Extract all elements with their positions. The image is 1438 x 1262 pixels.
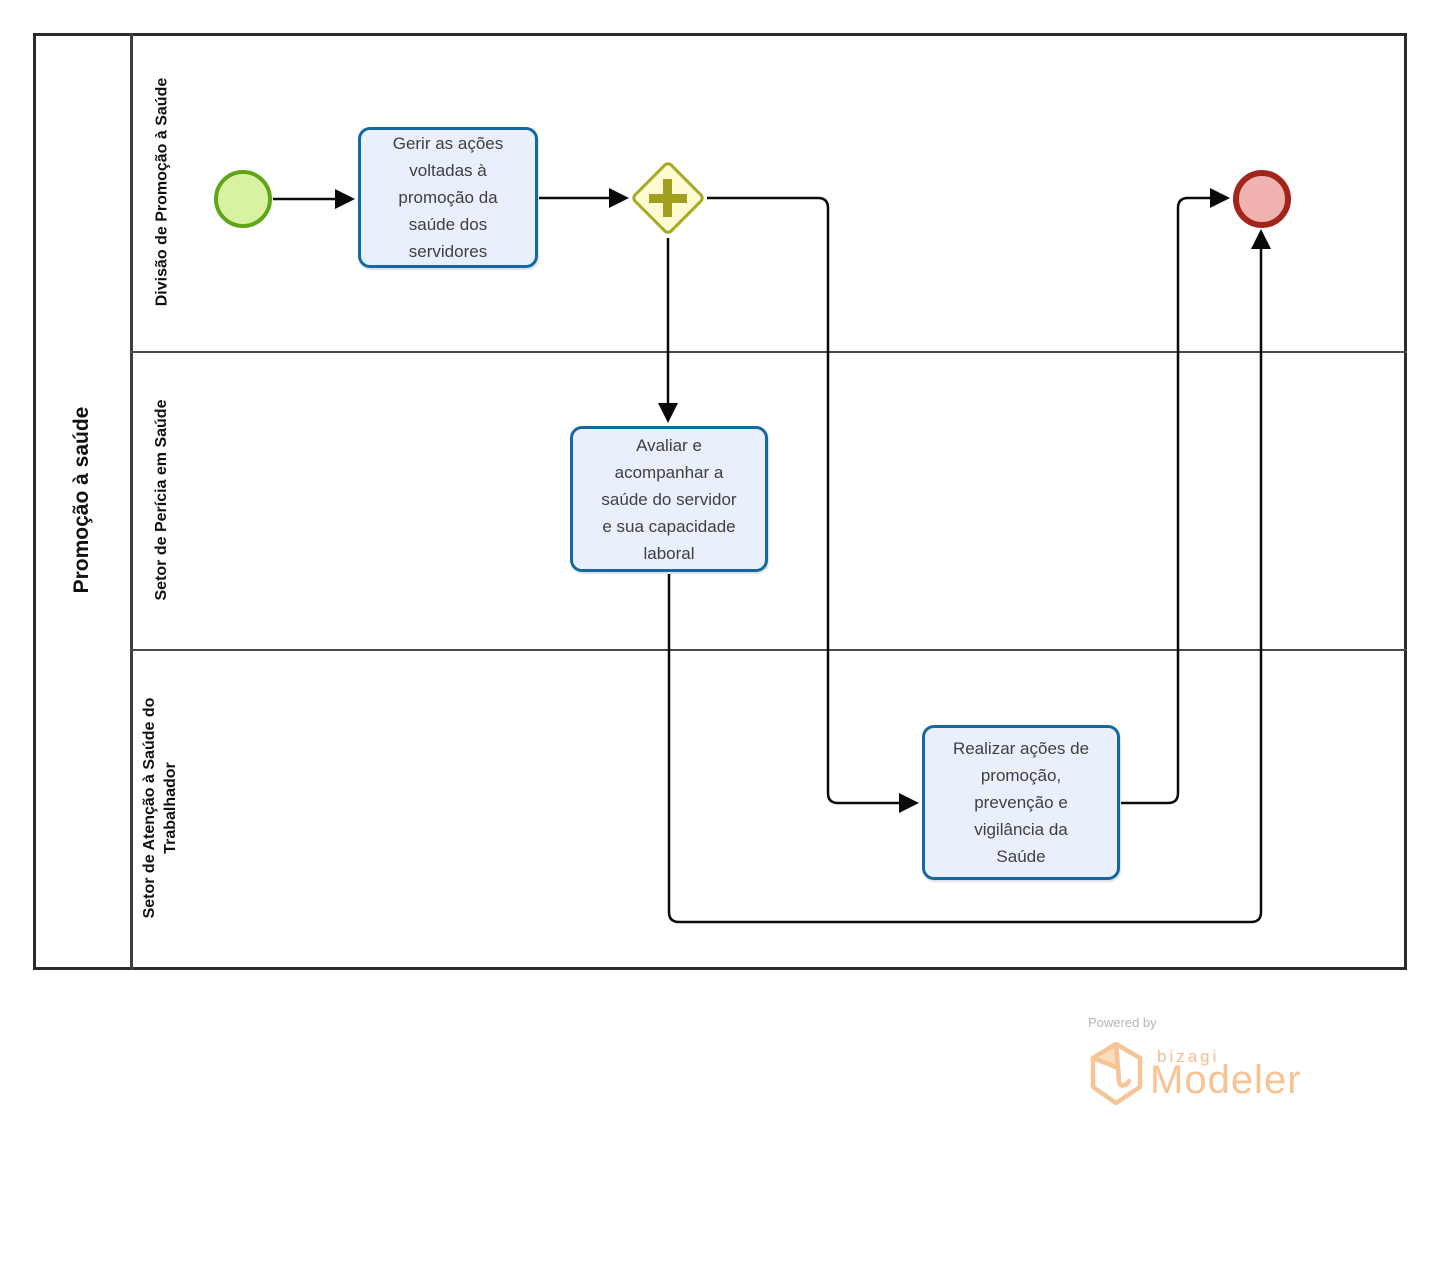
task-label: Realizar ações de promoção, prevenção e … [952,739,1090,866]
powered-by-label: Powered by [1088,1015,1157,1030]
lane-divider-1 [130,351,1407,353]
lane-label-setor-atencao-saude-trabalhador: Setor de Atenção à Saúde do Trabalhador [141,697,179,919]
lane-label-divisao-promocao-saude: Divisão de Promoção à Saúde [153,77,171,307]
task-avaliar-acompanhar: Avaliar e acompanhar a saúde do servidor… [570,426,768,572]
end-event [1233,170,1291,228]
lane-label-setor-pericia-saude: Setor de Perícia em Saúde [153,399,170,601]
task-label: Gerir as ações voltadas à promoção da sa… [392,134,504,261]
lane-divider-2 [130,649,1407,651]
pool-title: Promoção à saúde [70,406,93,594]
bizagi-wordmark: bizagi [1157,1047,1220,1066]
task-gerir-acoes: Gerir as ações voltadas à promoção da sa… [358,127,538,268]
task-realizar-acoes: Realizar ações de promoção, prevenção e … [922,725,1120,880]
task-label: Avaliar e acompanhar a saúde do servidor… [601,435,737,563]
plus-icon [663,179,672,217]
pool-title-divider [130,33,133,970]
modeler-wordmark: Modeler [1150,1058,1302,1102]
bizagi-box-icon [1090,1041,1143,1106]
start-event [214,170,272,228]
